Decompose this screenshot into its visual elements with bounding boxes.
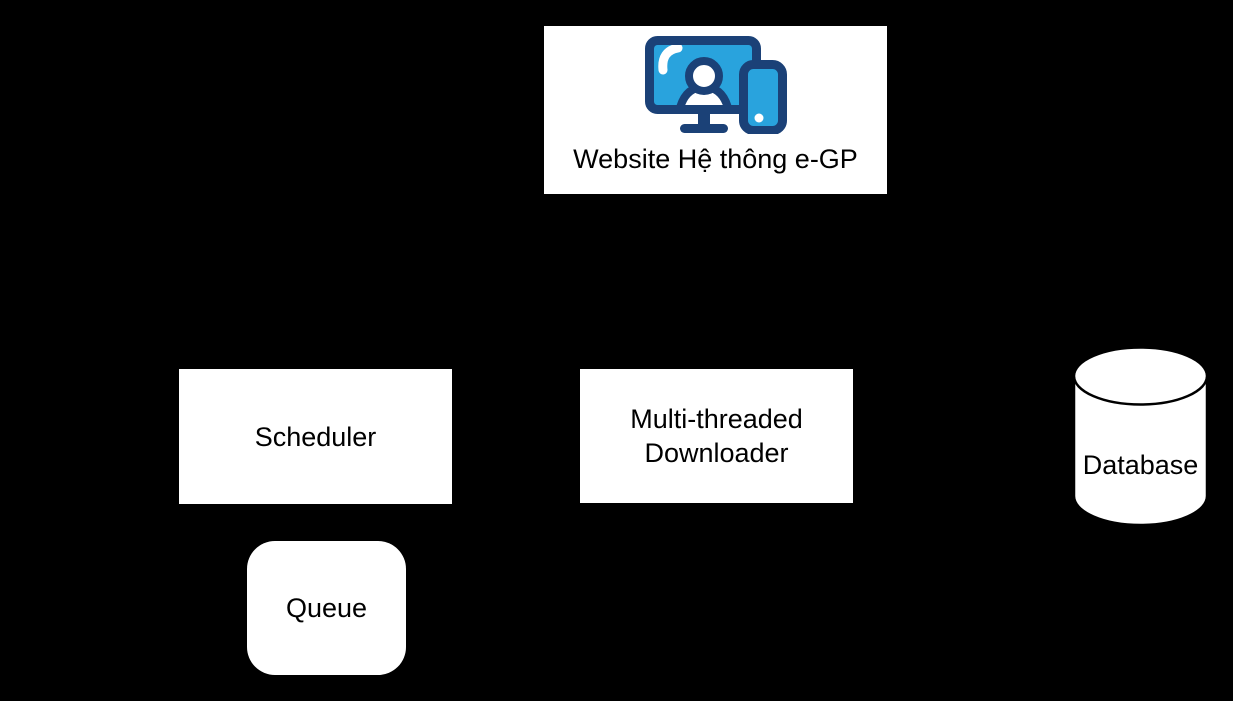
node-scheduler: Scheduler (179, 369, 452, 504)
person-head (684, 57, 723, 95)
node-label-queue: Queue (285, 593, 368, 623)
phone-icon (738, 60, 787, 135)
monitor-base (679, 124, 728, 133)
node-database: Database (1072, 345, 1209, 527)
screen-highlight (657, 45, 682, 75)
monitor-stand (697, 112, 710, 126)
node-queue: Queue (247, 541, 406, 675)
devices-user-icon (644, 36, 787, 135)
database-cylinder-icon (1072, 346, 1209, 527)
node-label-database: Database (1082, 450, 1199, 480)
node-website-egp: Website Hệ thông e-GP (544, 26, 887, 194)
node-downloader: Multi-threaded Downloader (580, 369, 853, 503)
phone-home-button (754, 113, 763, 123)
node-label-downloader: Multi-threaded Downloader (630, 404, 803, 468)
node-label-website: Website Hệ thông e-GP (573, 144, 858, 174)
node-label-scheduler: Scheduler (254, 421, 377, 452)
